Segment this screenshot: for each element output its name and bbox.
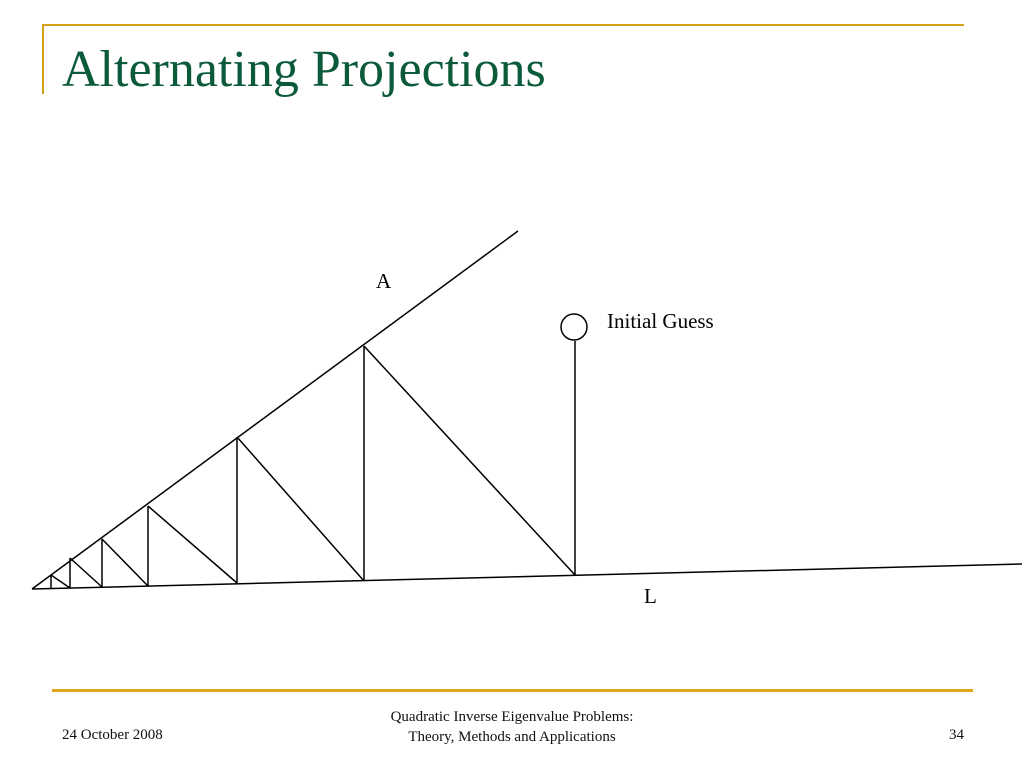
line-l	[31, 563, 1023, 590]
proj-segment-11	[50, 574, 71, 589]
footer-title-line-1: Quadratic Inverse Eigenvalue Problems:	[390, 709, 634, 725]
page-number: 34	[949, 727, 964, 743]
label-a: A	[376, 269, 392, 293]
label-initial-guess: Initial Guess	[607, 309, 714, 333]
proj-segment-5	[147, 505, 238, 584]
title-rule-left	[42, 24, 44, 94]
title-rule-top	[42, 24, 964, 26]
footer-presentation-title: Quadratic Inverse Eigenvalue Problems: T…	[352, 707, 672, 747]
proj-segment-7	[101, 538, 149, 587]
proj-segment-9	[69, 557, 103, 588]
slide-title: Alternating Projections	[62, 41, 546, 98]
initial-guess-marker	[560, 313, 588, 341]
line-a	[31, 230, 519, 590]
label-l: L	[644, 584, 657, 608]
footer-date: 24 October 2008	[62, 727, 163, 743]
footer-rule	[52, 689, 973, 692]
proj-segment-3	[236, 436, 365, 582]
footer-title-line-2: Theory, Methods and Applications	[408, 729, 616, 745]
proj-segment-1	[363, 345, 576, 576]
